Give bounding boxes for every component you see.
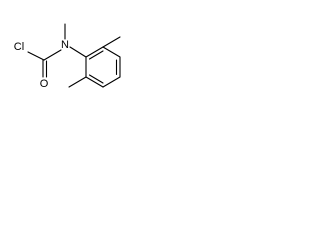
bond-cl-carbonyl [27,51,45,61]
bond-ring-methyl-top [102,36,121,48]
ring-double-1 [88,50,104,60]
atom-label-nitrogen: N [61,39,69,51]
bond-carbonyl-n [43,49,62,61]
ring-double-3 [88,74,104,84]
structure-diagram: Cl O N [14,23,121,90]
ring-bond-4 [102,76,121,88]
ring-bond-1 [85,46,104,58]
atom-label-chlorine: Cl [14,41,24,53]
ring-bond-5 [85,76,104,88]
atom-label-oxygen: O [40,78,49,90]
ring-bond-2 [102,46,121,58]
bond-n-ring [69,46,87,58]
bond-ring-methyl-bottom [68,76,87,88]
